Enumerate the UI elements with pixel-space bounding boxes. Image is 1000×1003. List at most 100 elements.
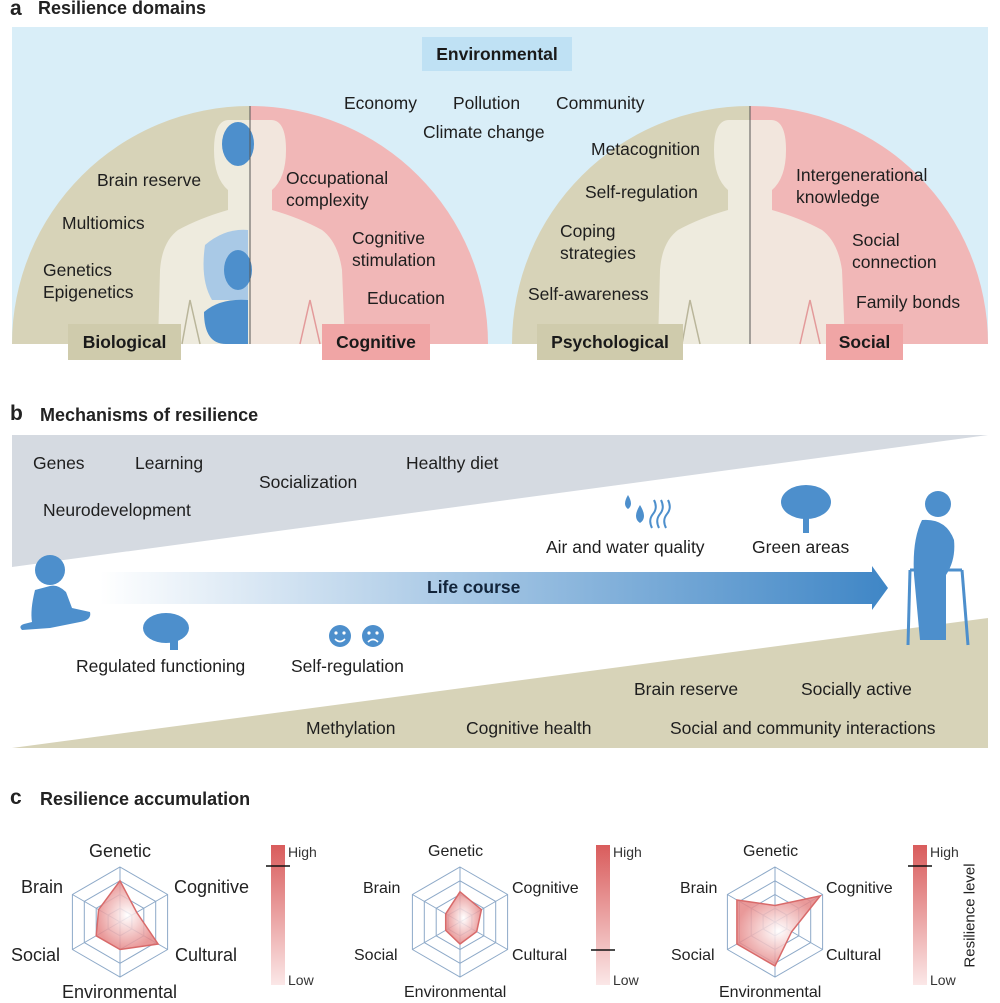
soc-social: Social [852,230,900,250]
radar-value-polygon [736,894,823,968]
scale3-low: Low [930,972,956,988]
resilience-scale-bar-3 [913,845,927,985]
radar2-environmental-label: Environmental [404,984,507,1001]
radar2-social-label: Social [354,947,398,964]
cog-cognitive: Cognitive [352,228,425,248]
mech-brain-reserve: Brain reserve [634,679,739,699]
human-silhouette-left [158,120,345,344]
radar2-cultural-label: Cultural [512,947,568,964]
mech-socialization: Socialization [259,472,358,492]
bio-multiomics: Multiomics [62,213,145,233]
scale1-low: Low [288,972,314,988]
radar3-cultural-label: Cultural [826,947,882,964]
radar-chart-3 [726,866,824,978]
bio-epigenetics: Epigenetics [43,282,134,302]
human-silhouette-right [658,120,845,344]
soc-knowledge: knowledge [796,187,880,207]
env-economy: Economy [344,93,417,113]
heart-organ-icon [224,250,252,290]
resilience-scale-bar-2 [596,845,610,985]
cog-complexity: complexity [286,190,369,210]
psychological-tag: Psychological [537,324,683,360]
soc-family-bonds: Family bonds [856,292,961,312]
resilience-level-title: Resilience level [961,863,979,968]
radar2-genetic-label: Genetic [428,843,484,860]
life-course-arrow [100,566,888,610]
mech-methylation: Methylation [306,718,396,738]
frown-icon [362,625,384,647]
life-course-label: Life course [427,577,521,597]
mech-regulated-functioning: Regulated functioning [76,656,246,676]
panel-c-letter: c [10,786,22,809]
radar1-environmental-label: Environmental [62,982,178,1002]
soc-connection: connection [852,252,937,272]
radar3-brain-label: Brain [680,880,718,897]
cog-stimulation: stimulation [352,250,436,270]
mech-social-community: Social and community interactions [670,718,936,738]
mech-air-water: Air and water quality [546,537,705,557]
mech-healthy-diet: Healthy diet [406,453,499,473]
brain-icon [143,613,189,650]
mech-green-areas: Green areas [752,537,850,557]
radar2-brain-label: Brain [363,880,401,897]
elderly-walker-icon [906,491,970,646]
panel-c-title: Resilience accumulation [40,789,251,809]
mech-learning: Learning [135,453,204,473]
scale1-high: High [288,844,317,860]
gut-organ-icon [204,299,248,344]
cog-education: Education [367,288,445,308]
scale3-high: High [930,844,959,860]
mech-socially-active: Socially active [801,679,912,699]
mech-genes: Genes [33,453,85,473]
soc-intergenerational: Intergenerational [796,165,928,185]
tree-icon [781,485,831,533]
radar-chart-2 [411,866,509,978]
radar3-cognitive-label: Cognitive [826,880,893,897]
panel-b-title: Mechanisms of resilience [40,405,259,425]
radar1-genetic-label: Genetic [89,841,152,861]
upper-wedge [12,435,988,567]
radar-value-polygon [95,879,160,951]
radar3-environmental-label: Environmental [719,984,822,1001]
psy-metacognition: Metacognition [591,139,700,159]
radar3-social-label: Social [671,947,715,964]
brain-organ-icon [222,122,254,166]
biological-tag: Biological [68,324,181,360]
social-tag: Social [826,324,903,360]
radar1-cultural-label: Cultural [175,945,238,965]
bio-genetics: Genetics [43,260,113,280]
radar-value-polygon [444,890,483,945]
environmental-tag: Environmental [422,37,572,71]
lower-wedge [12,618,988,748]
radar1-brain-label: Brain [21,877,64,897]
panel-b-letter: b [10,402,23,425]
radar2-cognitive-label: Cognitive [512,880,579,897]
smile-icon [329,625,351,647]
radar-chart-1 [71,866,169,978]
env-community: Community [556,93,645,113]
resilience-scale-bar-1 [271,845,285,985]
baby-icon [20,555,91,630]
psy-self-awareness: Self-awareness [528,284,649,304]
env-climate-change: Climate change [423,122,545,142]
bio-brain-reserve: Brain reserve [97,170,202,190]
heat-waves-icon [649,499,671,529]
water-drops-icon [625,495,644,523]
psy-self-regulation: Self-regulation [585,182,698,202]
mech-neurodevelopment: Neurodevelopment [43,500,191,520]
radar1-cognitive-label: Cognitive [174,877,250,897]
psy-strategies: strategies [560,243,636,263]
radar1-social-label: Social [11,945,61,965]
scale2-low: Low [613,972,639,988]
panel-a-letter: a [10,0,22,20]
mech-cognitive-health: Cognitive health [466,718,592,738]
psy-coping: Coping [560,221,616,241]
scale2-high: High [613,844,642,860]
panel-a-title: Resilience domains [38,0,207,18]
cognitive-tag: Cognitive [322,324,430,360]
cog-occupational: Occupational [286,168,389,188]
env-pollution: Pollution [453,93,521,113]
